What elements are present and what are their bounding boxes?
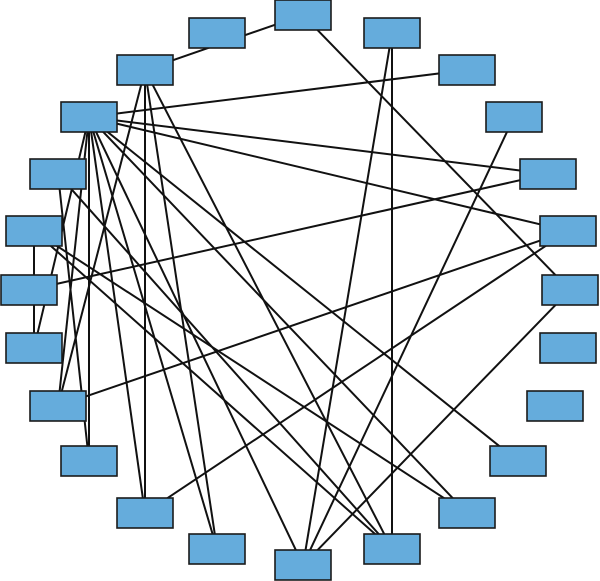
edge-n22-n16 [59,78,144,399]
node-n11 [363,533,421,565]
edge-n20-n11 [64,181,386,542]
node-n8 [526,390,584,422]
node-n16 [29,390,87,422]
node-n7 [539,332,597,364]
node-n22 [116,54,174,86]
node-n5 [539,215,597,247]
edge-layer [33,19,563,558]
edge-n21-n14 [89,125,145,505]
node-n9 [489,445,547,477]
edge-n21-n12 [91,124,301,558]
node-n18 [0,274,58,306]
node-n1 [363,17,421,49]
edge-n22-n11 [148,77,389,542]
edge-n19-n10 [46,238,455,506]
node-n0 [274,0,332,31]
node-n3 [485,101,543,133]
edge-n21-n5 [104,119,553,229]
node-n13 [188,533,246,565]
node-n14 [116,497,174,529]
edge-n1-n12 [303,41,392,557]
node-n4 [519,158,577,190]
edge-n6-n12 [310,297,563,558]
edge-n21-n10 [96,124,460,506]
edge-n18-n4 [44,176,533,288]
edge-n21-n9 [98,124,509,454]
edge-n22-n13 [145,78,217,541]
node-n23 [188,17,246,49]
node-n2 [438,54,496,86]
node-n10 [438,497,496,529]
node-n21 [60,101,118,133]
node-n20 [29,158,87,190]
edge-n21-n2 [104,70,452,117]
node-n19 [5,215,63,247]
edge-n5-n14 [156,238,557,506]
edge-n5-n16 [73,235,553,402]
node-n15 [60,445,118,477]
edge-n19-n11 [42,238,384,542]
node-n17 [5,332,63,364]
edge-n3-n12 [305,124,512,558]
edge-n6-n0 [310,22,563,283]
node-n6 [541,274,599,306]
edge-n21-n4 [104,117,533,174]
node-n12 [274,549,332,581]
